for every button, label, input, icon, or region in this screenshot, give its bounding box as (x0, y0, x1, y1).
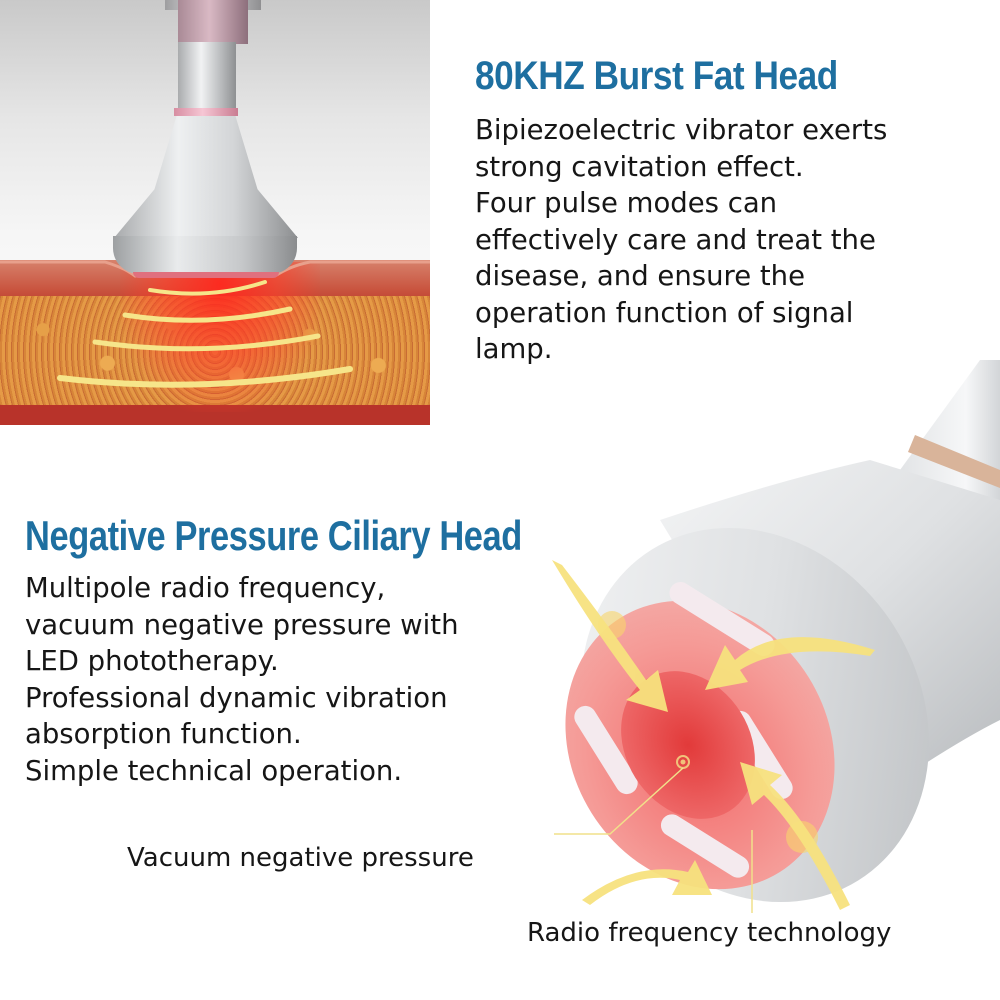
burst-fat-head-description: Bipiezoelectric vibrator exerts strong c… (475, 112, 887, 368)
burst-fat-head-heading: 80KHZ Burst Fat Head (475, 54, 838, 98)
muscle-layer (0, 405, 430, 425)
callout-line-vacuum (554, 767, 684, 835)
burst-fat-head-illustration (0, 0, 430, 425)
vacuum-rf-head-device (552, 360, 1000, 913)
device-emitter-tip (133, 272, 279, 278)
device-handle-neck (178, 0, 248, 44)
electrode-bar (660, 814, 750, 878)
inward-arrows-icon (552, 560, 875, 910)
ciliary-head-description: Multipole radio frequency, vacuum negati… (25, 570, 459, 789)
description-line: disease, and ensure the (475, 260, 805, 292)
description-line: absorption function. (25, 718, 302, 750)
electrode-bar (574, 705, 638, 795)
description-line: effectively care and treat the (475, 223, 876, 256)
device-accent-ring (908, 435, 1000, 488)
callout-label-vacuum-negative-pressure: Vacuum negative pressure (127, 843, 474, 873)
description-line: Bipiezoelectric vibrator exerts (475, 114, 888, 146)
electrode-bar (669, 582, 775, 656)
description-line: Four pulse modes can (475, 187, 778, 219)
description-line: vacuum negative pressure with (25, 608, 459, 641)
description-line: lamp. (475, 333, 553, 365)
description-line: Multipole radio frequency, (25, 572, 386, 604)
description-line: operation function of signal (475, 296, 854, 329)
callout-label-radio-frequency-technology: Radio frequency technology (527, 918, 892, 948)
device-head-base (113, 236, 297, 274)
negative-pressure-ciliary-head-heading: Negative Pressure Ciliary Head (25, 512, 522, 559)
description-line: Simple technical operation. (25, 754, 403, 787)
device-handle-body (178, 42, 236, 110)
description-line: Professional dynamic vibration (25, 681, 448, 714)
device-pink-ring (174, 108, 238, 116)
ultrasonic-waves-icon (0, 260, 430, 388)
description-line: LED phototherapy. (25, 645, 279, 677)
description-line: strong cavitation effect. (475, 150, 804, 183)
